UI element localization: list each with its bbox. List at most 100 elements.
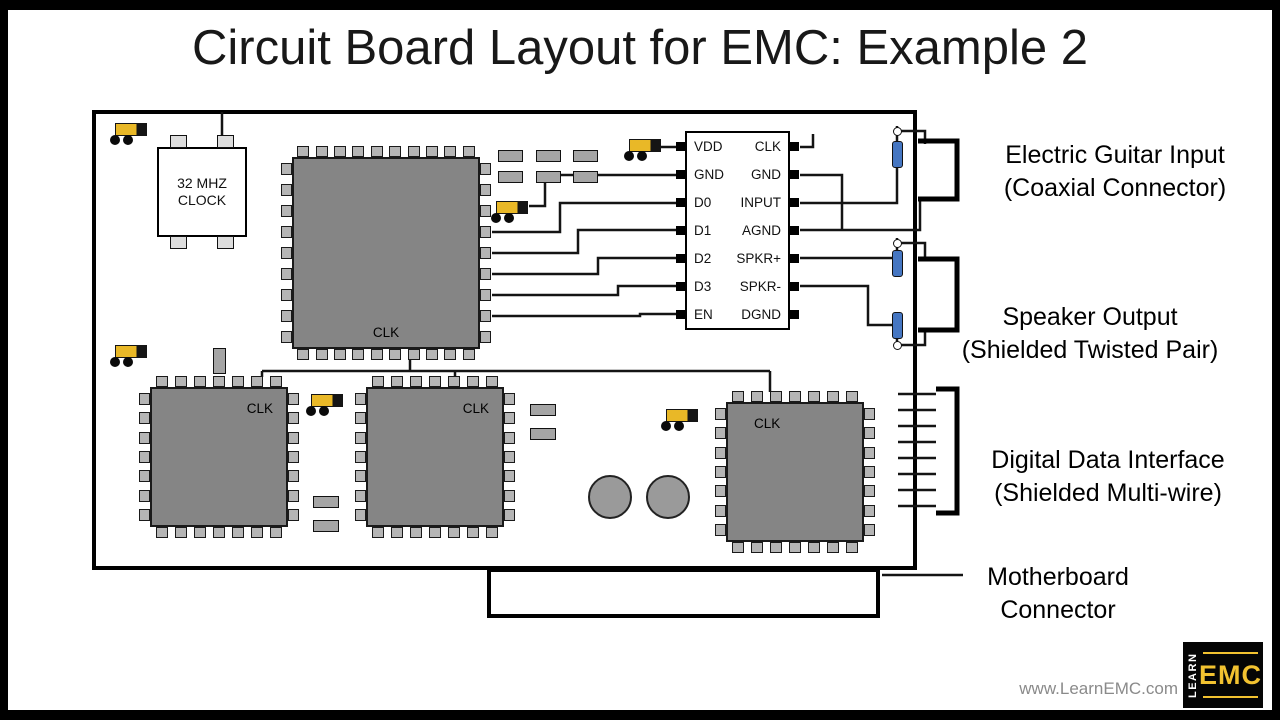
ic-pin	[232, 376, 245, 387]
annotation-guitar: Electric Guitar Input (Coaxial Connector…	[965, 139, 1265, 205]
ic-pin	[390, 376, 403, 387]
pin-stub	[676, 198, 685, 208]
ic-pin	[846, 542, 859, 553]
capacitor-body	[115, 123, 147, 136]
ic-pin	[480, 184, 491, 197]
ic-pin	[281, 184, 292, 197]
website-url: www.LearnEMC.com	[1019, 679, 1178, 698]
ic-pin	[715, 427, 726, 440]
ic-pin	[407, 146, 420, 157]
passive-component	[498, 150, 523, 162]
ic-pin	[193, 527, 206, 538]
passive-component	[313, 520, 339, 532]
pin-label: D2	[694, 250, 712, 266]
ic-pin	[467, 376, 480, 387]
ic-pin	[251, 376, 264, 387]
ic-pin	[480, 330, 491, 343]
pin-label: D1	[694, 223, 712, 238]
via-pad	[893, 127, 902, 136]
ic-pin	[155, 376, 168, 387]
ic-pin	[270, 527, 283, 538]
pad-dot	[110, 135, 120, 145]
clock-pad	[217, 236, 234, 249]
ic-pin	[715, 504, 726, 517]
ic-pin	[288, 451, 299, 463]
decoupling-capacitor	[661, 409, 698, 435]
main-ic: CLK	[281, 146, 491, 360]
signal-traces-left	[492, 145, 678, 318]
ic-pin	[281, 288, 292, 301]
ic-clk-label: CLK	[372, 325, 400, 340]
ic-pin	[462, 146, 475, 157]
passive-component	[573, 150, 598, 162]
passive-component	[536, 171, 561, 183]
pin-stub	[676, 309, 685, 319]
passive-component	[213, 348, 226, 374]
ic-pin	[480, 205, 491, 218]
ic-pin	[270, 376, 283, 387]
via-pad	[893, 239, 902, 248]
electrolytic-capacitor	[588, 475, 632, 519]
ic-pin	[504, 412, 515, 425]
ic-pin	[864, 466, 875, 478]
ic-pin	[429, 376, 441, 387]
ic-pin	[864, 504, 875, 517]
ic-pin	[480, 163, 491, 176]
decoupling-capacitor	[491, 201, 528, 227]
annotation-line: Motherboard	[987, 563, 1129, 591]
pad-dot	[674, 421, 684, 431]
ic-pin	[715, 446, 726, 459]
ic-pin	[288, 431, 299, 444]
ic-pin	[715, 407, 726, 420]
pad-dot	[123, 135, 133, 145]
capacitor-body	[629, 139, 661, 152]
capacitor-body	[666, 409, 698, 422]
annotation-digital: Digital Data Interface (Shielded Multi-w…	[948, 444, 1268, 510]
ic-pin	[139, 470, 150, 483]
ic-pin	[750, 391, 763, 402]
pad-dot	[123, 357, 133, 367]
interface-wires	[898, 392, 936, 508]
ic-pin	[193, 376, 206, 387]
learnemc-logo: LEARN EMC	[1183, 642, 1263, 708]
passive-component	[573, 171, 598, 183]
logo-emc-text: EMC	[1199, 652, 1261, 698]
ic-pin	[281, 309, 292, 322]
ic-pin	[213, 527, 225, 538]
ic-pin	[281, 226, 292, 239]
ic-pin	[467, 527, 480, 538]
ic-pin	[504, 470, 515, 483]
ic-pin	[355, 451, 366, 463]
electrolytic-capacitor	[646, 475, 690, 519]
decoupling-capacitor	[624, 139, 661, 165]
ferrite-bead	[892, 250, 903, 277]
ic-pin	[426, 146, 438, 157]
pin-label: AGND	[741, 223, 781, 238]
pin-stub	[790, 198, 799, 208]
ferrite-bead	[892, 141, 903, 168]
ic-pin	[297, 349, 310, 360]
pin-stub	[790, 309, 799, 319]
ic-pin	[789, 542, 801, 553]
ic-pin	[370, 349, 383, 360]
ic-pin	[139, 431, 150, 444]
ic-pin	[213, 376, 225, 387]
ic-pin	[504, 451, 515, 463]
ic-pin	[297, 146, 310, 157]
pin-stub	[790, 226, 799, 235]
ic-pin	[355, 489, 366, 502]
ic-pin	[139, 412, 150, 425]
passive-component	[536, 150, 561, 162]
ic-pin	[480, 247, 491, 259]
pad-dot	[624, 151, 634, 161]
dip-pin-row: D1 AGND	[676, 217, 799, 245]
pin-label: EN	[694, 306, 713, 322]
pin-stub	[676, 281, 685, 291]
ic-pin	[731, 391, 744, 402]
ic-pin	[864, 485, 875, 498]
ic-pin	[444, 146, 457, 157]
ic-pin	[426, 349, 438, 360]
